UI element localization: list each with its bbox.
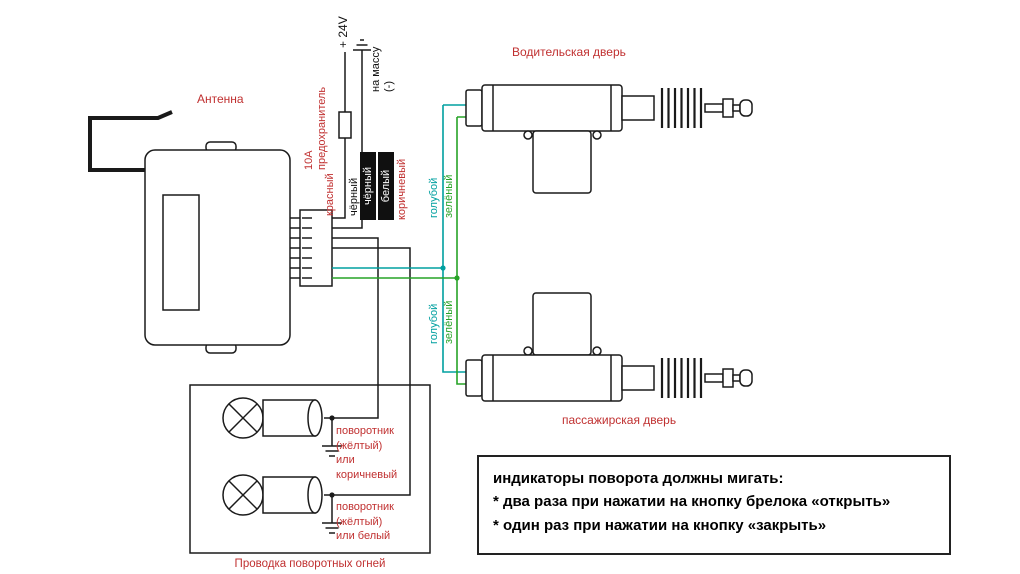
antenna-label: Антенна: [197, 92, 244, 106]
wire-black-ground: [332, 39, 371, 229]
wire-label-white-bar: белый: [378, 152, 395, 220]
actuator-spring: [660, 88, 703, 128]
wire-label-black-bar: чёрный: [360, 152, 377, 220]
turn-signal-box: [189, 384, 431, 554]
turn-lamp-2-label: поворотник (жёлтый) или белый: [336, 501, 394, 543]
turn-lamp-1: [222, 397, 342, 457]
wire-turn-1: [324, 237, 379, 419]
wire-label-blue-top: голубой: [428, 177, 440, 218]
actuator-spring: [660, 358, 703, 398]
control-module: [144, 141, 291, 354]
passenger-door-label: пассажирская дверь: [562, 413, 677, 427]
note-item-1: * два раза при нажатии на кнопку брелока…: [493, 493, 891, 511]
wire-label-blue-bottom: голубой: [428, 303, 440, 344]
turn-box-caption: Проводка поворотных огней: [234, 558, 386, 570]
turn-lamp-2: [222, 474, 342, 534]
driver-door-label: Водительская дверь: [512, 45, 626, 59]
note-title: индикаторы поворота должны мигать:: [493, 470, 784, 487]
module-connector: [290, 209, 333, 287]
wire-label-green-bottom: зелёный: [443, 300, 455, 344]
fuse: [338, 111, 352, 139]
passenger-door-actuator: [465, 292, 753, 402]
turn-lamp-1-label: поворотник (жёлтый) или коричневый: [336, 425, 398, 481]
ground-symbol-top: [353, 39, 371, 51]
wire-blue-actuators: [332, 104, 468, 373]
note-item-2: * один раз при нажатии на кнопку «закрыт…: [493, 516, 827, 534]
driver-door-actuator: [465, 84, 753, 194]
ground-symbol-lamp2: [322, 522, 342, 534]
wire-label-green-top: зелёный: [443, 174, 455, 218]
wire-turn-2: [324, 247, 411, 496]
antenna-wire: [88, 110, 173, 172]
plus-24v-label: + 24V: [336, 16, 350, 48]
note-box: индикаторы поворота должны мигать: * два…: [477, 455, 951, 555]
fuse-label: 10А предохранитель: [303, 86, 328, 170]
wire-label-red: красный: [324, 173, 336, 216]
wire-label-brown: коричневый: [396, 158, 408, 220]
wire-red-power: [332, 52, 352, 219]
ground-label: на массу (-): [370, 46, 395, 92]
ground-symbol-lamp1: [322, 445, 342, 457]
